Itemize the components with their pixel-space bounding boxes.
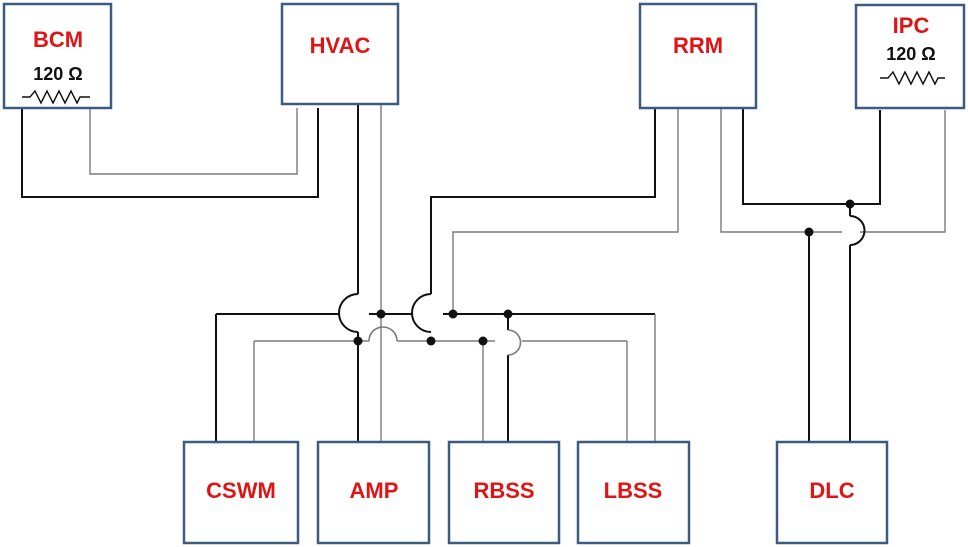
module-label-lbss: LBSS <box>604 478 663 503</box>
module-label-dlc: DLC <box>809 478 854 503</box>
junction-dot <box>478 336 488 346</box>
wire-rrm-ipc-low <box>720 108 842 233</box>
hop-hvac-high <box>338 293 359 333</box>
junction-dot <box>448 309 458 319</box>
resistor-label-bcm: 120 Ω <box>33 64 82 84</box>
junction-dot <box>503 309 513 319</box>
module-label-amp: AMP <box>350 478 399 503</box>
junction-dot <box>353 336 363 346</box>
module-ipc: IPC 120 Ω <box>854 3 966 110</box>
junction-dot <box>845 199 855 209</box>
resistor-bcm-symbol <box>22 89 90 105</box>
hop-dlc-low <box>849 215 866 246</box>
module-label-ipc: IPC <box>893 13 930 38</box>
module-label-rrm: RRM <box>673 33 723 58</box>
wires <box>21 97 946 442</box>
wire-bcm-hvac-high <box>21 97 319 198</box>
junction-dot <box>426 336 436 346</box>
module-rbss: RBSS <box>447 440 561 545</box>
wire-bcm-hvac-low <box>89 97 298 175</box>
module-hvac: HVAC <box>280 2 400 106</box>
wire-rrm-star-low <box>452 108 679 314</box>
crossover-hops <box>338 215 866 356</box>
module-dlc: DLC <box>775 440 889 545</box>
junction-dot <box>804 227 814 237</box>
module-rrm: RRM <box>638 2 758 110</box>
hop-hvac-low <box>368 326 398 342</box>
module-bcm: BCM 120 Ω <box>2 2 113 110</box>
module-label-bcm: BCM <box>33 27 83 52</box>
wire-rrm-star-high <box>430 108 656 294</box>
module-label-cswm: CSWM <box>206 478 276 503</box>
module-cswm: CSWM <box>182 440 300 545</box>
module-amp: AMP <box>316 440 431 545</box>
resistor-ipc-symbol <box>880 70 945 86</box>
wire-rrm-ipc-high <box>742 108 881 205</box>
junction-dots <box>353 199 855 346</box>
junction-dot <box>376 309 386 319</box>
module-label-rbss: RBSS <box>473 478 534 503</box>
module-lbss: LBSS <box>576 440 691 545</box>
module-label-hvac: HVAC <box>310 33 371 58</box>
hop-rrm-high <box>411 293 432 333</box>
wire-ipc-low-return <box>860 110 946 233</box>
resistor-label-ipc: 120 Ω <box>886 44 935 64</box>
hop-rbss-high <box>507 329 522 356</box>
